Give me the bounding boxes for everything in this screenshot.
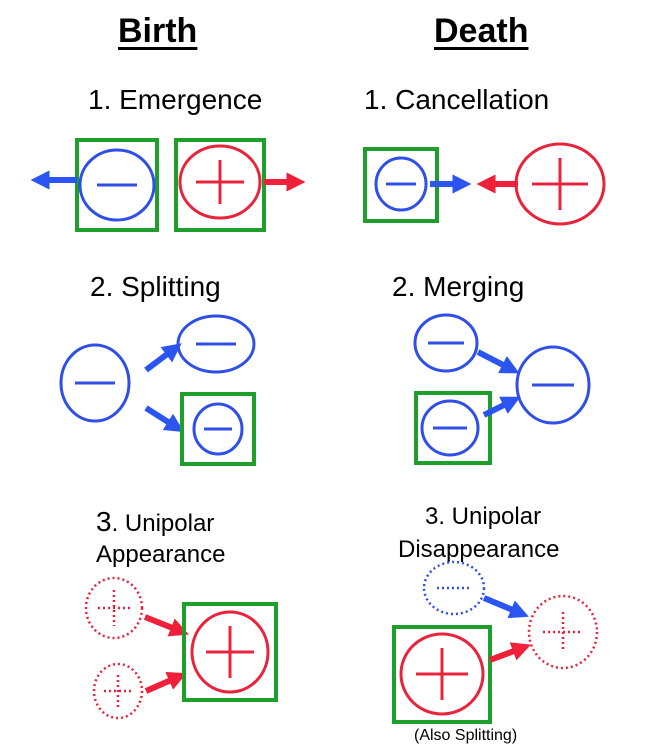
cancellation-negative-pole (374, 156, 428, 212)
splitting-lower-box (180, 392, 256, 466)
emergence-negative-box (75, 138, 159, 232)
merging-lower-box (414, 391, 492, 465)
disappearance-red-arrow (488, 642, 531, 663)
disappearance-blue-arrow (482, 595, 529, 619)
splitting-upper-child-pole (176, 314, 256, 374)
splitting-lower-arrow (144, 405, 185, 433)
splitting-label: 2. Splitting (90, 271, 221, 302)
unipolar-appearance-diagram (84, 576, 278, 720)
appearance-faint-pole-lower (92, 662, 144, 720)
also-splitting-note: (Also Splitting) (414, 727, 518, 744)
unipolar-disappearance-label-line1: 3. Unipolar (425, 503, 542, 530)
merging-label: 2. Merging (392, 271, 525, 302)
unipolar-appearance-label-line2: Appearance (96, 541, 226, 568)
unipolar-disappearance-diagram (392, 560, 599, 724)
emergence-negative-pole (78, 148, 156, 222)
unipolar-appearance-label-line1: 3. Unipolar (96, 508, 214, 536)
disappearance-faint-positive-pole (527, 594, 599, 670)
emergence-label: 1. Emergence (88, 84, 263, 115)
unipolar-appearance-number: 3 (96, 506, 112, 537)
splitting-parent-pole (59, 343, 131, 423)
appearance-positive-pole (190, 610, 270, 694)
splitting-diagram (59, 314, 256, 466)
appearance-lower-arrow (144, 672, 187, 694)
disappearance-box (392, 625, 492, 724)
emergence-diagram (30, 138, 306, 232)
unipolar-appearance-text: . Unipolar (111, 510, 215, 537)
cancellation-positive-pole (514, 142, 606, 226)
unipolar-disappearance-label-line2: Disappearance (398, 536, 560, 563)
merging-upper-pole (413, 313, 479, 373)
merging-diagram (413, 313, 591, 465)
merging-upper-arrow (476, 349, 520, 374)
emergence-positive-pole (178, 144, 262, 220)
merging-lower-pole (420, 399, 480, 457)
disappearance-faint-negative-pole (422, 560, 486, 616)
splitting-upper-arrow (144, 343, 182, 373)
appearance-faint-pole-upper (84, 576, 144, 640)
merging-lower-arrow (482, 396, 521, 418)
disappearance-positive-pole (399, 632, 485, 716)
birth-heading: Birth (118, 12, 198, 50)
cancellation-label: 1. Cancellation (364, 84, 550, 115)
appearance-upper-arrow (143, 614, 189, 637)
splitting-lower-child-pole (192, 402, 244, 456)
appearance-box (182, 602, 278, 702)
merging-result-pole (515, 345, 591, 425)
cancellation-diagram (363, 142, 606, 226)
death-heading: Death (434, 12, 529, 50)
